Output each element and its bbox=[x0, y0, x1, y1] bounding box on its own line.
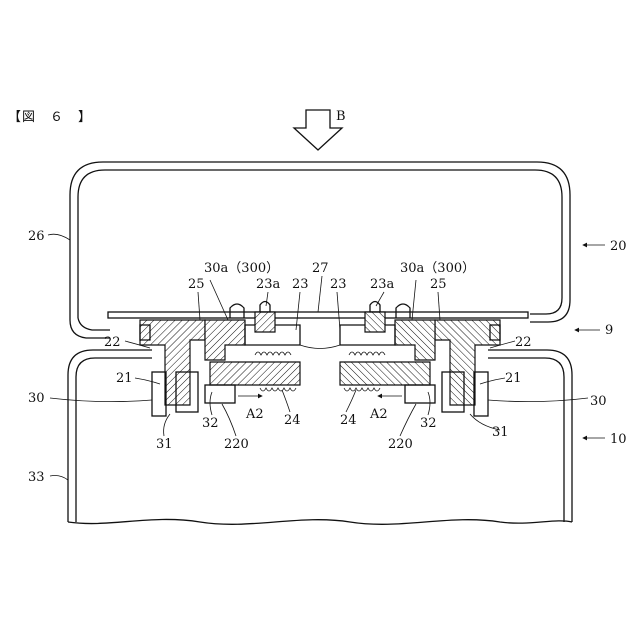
label-a2-right: A2 bbox=[369, 407, 388, 422]
label-22-right: 22 bbox=[515, 335, 532, 350]
center-gap bbox=[300, 345, 340, 349]
label-220-left: 220 bbox=[224, 437, 249, 452]
label-220-right: 220 bbox=[388, 437, 413, 452]
label-30-left: 30 bbox=[28, 391, 45, 406]
label-33: 33 bbox=[28, 470, 45, 485]
label-21-right: 21 bbox=[505, 371, 522, 386]
plate-27 bbox=[108, 312, 528, 318]
label-23-right: 23 bbox=[330, 277, 347, 292]
label-27: 27 bbox=[312, 261, 329, 276]
label-24-right: 24 bbox=[340, 413, 357, 428]
label-30-right: 30 bbox=[590, 394, 607, 409]
label-26: 26 bbox=[28, 229, 45, 244]
label-31-right: 31 bbox=[492, 425, 509, 440]
label-32-right: 32 bbox=[420, 416, 437, 431]
label-20: 20 bbox=[610, 239, 627, 254]
label-25-right: 25 bbox=[430, 277, 447, 292]
direction-arrow-b bbox=[294, 110, 342, 150]
label-10: 10 bbox=[610, 432, 627, 447]
label-30a-right: 30a（300） bbox=[400, 261, 475, 276]
label-32-left: 32 bbox=[202, 416, 219, 431]
label-9: 9 bbox=[605, 323, 613, 338]
label-23-left: 23 bbox=[292, 277, 309, 292]
left-mechanism bbox=[140, 302, 300, 417]
label-22-left: 22 bbox=[104, 335, 121, 350]
arrow-label-b: B bbox=[336, 109, 346, 124]
label-23a-left: 23a bbox=[256, 277, 281, 292]
label-25-left: 25 bbox=[188, 277, 205, 292]
label-23a-right: 23a bbox=[370, 277, 395, 292]
label-24-left: 24 bbox=[284, 413, 301, 428]
label-a2-left: A2 bbox=[245, 407, 264, 422]
right-mechanism bbox=[340, 302, 500, 417]
label-21-left: 21 bbox=[116, 371, 133, 386]
label-30a-left: 30a（300） bbox=[204, 261, 279, 276]
label-31-left: 31 bbox=[156, 437, 173, 452]
